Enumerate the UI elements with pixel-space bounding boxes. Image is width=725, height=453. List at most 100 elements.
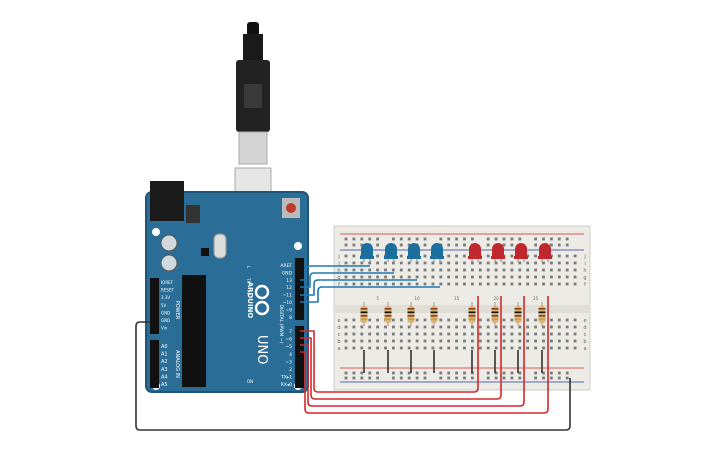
breadboard-hole	[510, 339, 514, 343]
breadboard-hole	[352, 332, 356, 336]
breadboard-hole	[384, 325, 387, 329]
breadboard-hole	[392, 275, 395, 279]
digital-pin-label: 7	[289, 329, 292, 335]
breadboard-hole	[399, 254, 403, 258]
breadboard-hole	[550, 346, 553, 350]
rail-hole	[344, 371, 348, 375]
breadboard-hole	[431, 332, 435, 336]
breadboard-hole	[510, 275, 514, 279]
breadboard-hole	[447, 282, 451, 286]
breadboard-hole	[352, 268, 356, 272]
breadboard-hole	[502, 339, 506, 343]
rail-hole	[423, 243, 427, 247]
rail-hole	[510, 237, 514, 241]
breadboard-hole	[463, 275, 466, 279]
breadboard-hole	[447, 261, 451, 265]
power-pin-label: 5V	[161, 303, 167, 308]
analog-pin-label: A5	[161, 382, 168, 388]
breadboard-hole	[478, 282, 482, 286]
row-letter-label: g	[337, 275, 340, 281]
breadboard-hole	[573, 254, 577, 258]
capacitor	[160, 234, 178, 252]
breadboard-hole	[486, 346, 490, 350]
breadboard-hole	[368, 332, 372, 336]
breadboard-hole	[463, 318, 466, 322]
breadboard-hole	[526, 261, 530, 265]
rail-hole	[502, 371, 506, 375]
breadboard-hole	[542, 332, 545, 336]
breadboard-hole	[352, 318, 356, 322]
power-pin-label: GND	[161, 318, 170, 323]
rail-hole	[510, 243, 514, 247]
breadboard-hole	[557, 325, 561, 329]
breadboard-hole	[557, 254, 561, 258]
breadboard-hole	[399, 325, 403, 329]
breadboard-hole	[534, 282, 537, 286]
rail-hole	[376, 243, 379, 247]
breadboard-hole	[352, 275, 356, 279]
rail-hole	[360, 237, 364, 241]
breadboard-hole	[407, 339, 411, 343]
breadboard-hole	[368, 268, 372, 272]
breadboard-hole	[463, 282, 466, 286]
breadboard-hole	[502, 318, 506, 322]
rail-hole	[486, 371, 490, 375]
rail-hole	[344, 376, 348, 380]
breadboard-hole	[486, 261, 490, 265]
breadboard-hole	[415, 282, 419, 286]
breadboard-hole	[439, 275, 443, 279]
breadboard-hole	[478, 346, 482, 350]
breadboard-hole	[542, 339, 545, 343]
breadboard-hole	[344, 332, 348, 336]
on-led-label: ON	[247, 379, 253, 384]
breadboard-hole	[368, 318, 372, 322]
rail-hole	[486, 376, 490, 380]
breadboard-hole	[534, 339, 537, 343]
breadboard-hole	[455, 332, 458, 336]
breadboard-hole	[478, 268, 482, 272]
breadboard-hole	[376, 268, 379, 272]
digital-pin-label: ~10	[283, 300, 293, 306]
breadboard-hole	[502, 282, 506, 286]
row-letter-label: f	[338, 282, 340, 288]
breadboard-hole	[510, 346, 514, 350]
breadboard-hole	[510, 282, 514, 286]
rail-hole	[360, 371, 364, 375]
breadboard-hole	[526, 332, 530, 336]
rail-hole	[392, 237, 395, 241]
breadboard-hole	[384, 346, 387, 350]
rail-hole	[550, 243, 553, 247]
breadboard-hole	[526, 346, 530, 350]
board-led-label: TX	[246, 277, 251, 283]
breadboard-hole	[392, 261, 395, 265]
power-pin-label: Vin	[161, 326, 168, 331]
breadboard-hole	[494, 332, 498, 336]
crystal	[213, 233, 227, 259]
breadboard-hole	[344, 282, 348, 286]
breadboard-hole	[384, 275, 387, 279]
rail-hole	[534, 371, 537, 375]
row-letter-label: i	[338, 261, 339, 267]
rail-hole	[439, 237, 443, 241]
breadboard-hole	[550, 282, 553, 286]
breadboard-hole	[415, 318, 419, 322]
rail-hole	[352, 243, 356, 247]
breadboard-hole	[463, 339, 466, 343]
breadboard-hole	[478, 339, 482, 343]
rail-hole	[534, 376, 537, 380]
breadboard-hole	[392, 339, 395, 343]
breadboard-hole	[526, 339, 530, 343]
breadboard-hole	[494, 268, 498, 272]
rail-hole	[415, 237, 419, 241]
breadboard-hole	[550, 332, 553, 336]
breadboard-hole	[502, 346, 506, 350]
rail-hole	[510, 376, 514, 380]
breadboard-hole	[542, 346, 545, 350]
breadboard-hole	[573, 275, 577, 279]
breadboard-hole	[534, 346, 537, 350]
breadboard-hole	[455, 268, 458, 272]
analog-pin-label: A4	[161, 374, 168, 380]
breadboard-hole	[352, 254, 356, 258]
rail-hole	[376, 376, 379, 380]
breadboard-hole	[439, 282, 443, 286]
